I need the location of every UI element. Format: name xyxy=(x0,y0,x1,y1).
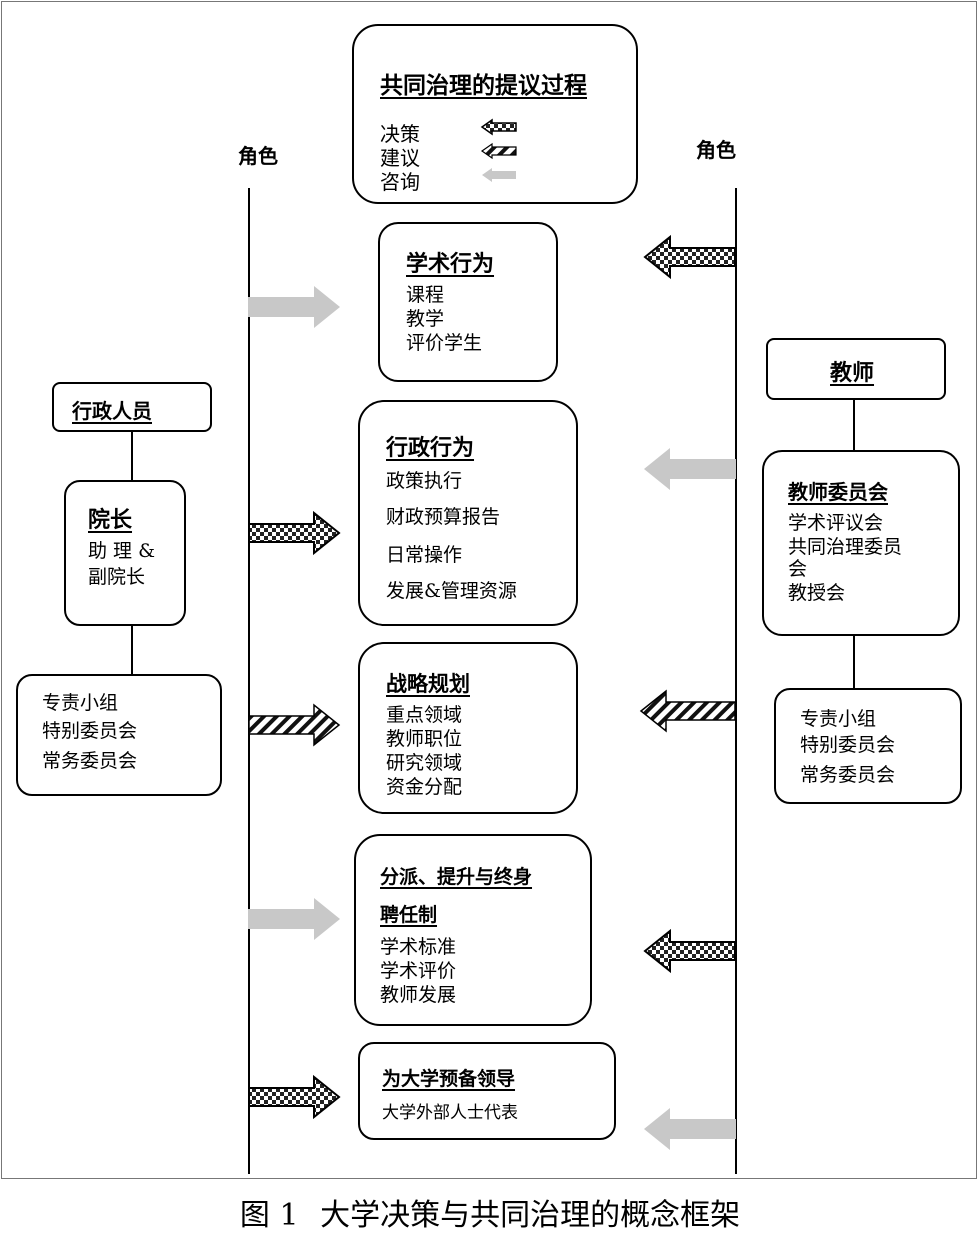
center-box-line: 研究领域 xyxy=(386,752,463,774)
left-arrow-decision-administrative xyxy=(248,510,341,556)
center-box-title-continued: 聘任制 xyxy=(380,904,438,926)
dean-title: 院长 xyxy=(88,507,133,533)
senate-title: 教师委员会 xyxy=(788,480,888,504)
legend-decision-label: 决策 xyxy=(380,122,420,146)
center-box-leadership: 为大学预备领导 大学外部人士代表 xyxy=(358,1042,616,1140)
right-arrow-advice-strategic xyxy=(639,689,736,733)
right-arrow-decision-tenure xyxy=(643,928,736,974)
senate-line: 会 xyxy=(788,558,808,580)
center-box-administrative: 行政行为 政策执行 财政预算报告 日常操作 发展&管理资源 xyxy=(358,400,578,626)
figure-caption: 图 1 大学决策与共同治理的概念框架 xyxy=(0,1190,980,1234)
center-box-line: 资金分配 xyxy=(386,776,463,798)
left-arrow-consult-tenure xyxy=(248,898,340,940)
left-group-item: 常务委员会 xyxy=(42,750,138,772)
right-role-line xyxy=(735,188,737,1174)
center-box-title: 分派、提升与终身 xyxy=(380,866,533,888)
admin-label: 行政人员 xyxy=(72,399,152,423)
center-box-title: 战略规划 xyxy=(386,671,470,696)
center-box-line: 学术评价 xyxy=(380,960,457,982)
senate-line: 学术评议会 xyxy=(788,512,884,534)
left-arrow-decision-leadership xyxy=(248,1074,341,1120)
center-box-title: 行政行为 xyxy=(386,435,475,461)
faculty-label: 教师 xyxy=(830,360,875,386)
admin-dean-connector xyxy=(131,432,133,480)
legend-title: 共同治理的提议过程 xyxy=(380,72,587,99)
left-group-item: 专责小组 xyxy=(42,692,119,714)
senate-line: 教授会 xyxy=(788,582,846,604)
center-box-line: 教师发展 xyxy=(380,984,457,1006)
legend-advice-label: 建议 xyxy=(380,146,420,170)
center-box-line: 日常操作 xyxy=(386,544,463,566)
center-box-line: 重点领域 xyxy=(386,704,463,726)
left-groups-box: 专责小组 特别委员会 常务委员会 xyxy=(16,674,222,796)
center-box-strategic: 战略规划 重点领域 教师职位 研究领域 资金分配 xyxy=(358,642,578,814)
faculty-box: 教师 xyxy=(766,338,946,400)
center-box-line: 学术标准 xyxy=(380,936,457,958)
left-arrow-consult-academic xyxy=(248,286,340,328)
right-group-item: 特别委员会 xyxy=(800,734,896,756)
legend-box: 共同治理的提议过程 决策 建议 咨询 xyxy=(352,24,638,204)
right-arrow-consult-administrative xyxy=(644,448,736,490)
center-box-line: 发展&管理资源 xyxy=(386,580,517,602)
legend-consult-arrow-icon xyxy=(482,168,516,182)
center-box-line: 大学外部人士代表 xyxy=(382,1103,518,1123)
center-box-tenure: 分派、提升与终身 聘任制 学术标准 学术评价 教师发展 xyxy=(354,834,592,1026)
right-arrow-consult-leadership xyxy=(644,1108,736,1150)
senate-line: 共同治理委员 xyxy=(788,536,903,558)
legend-advice-arrow-icon xyxy=(480,142,517,160)
right-group-item: 专责小组 xyxy=(800,708,877,730)
dean-line: 副院长 xyxy=(88,566,146,588)
center-box-academic: 学术行为 课程 教学 评价学生 xyxy=(378,222,558,382)
figure-frame xyxy=(1,1,977,1179)
caption-text: 大学决策与共同治理的概念框架 xyxy=(320,1198,741,1233)
dean-box: 院长 助 理 & 副院长 xyxy=(64,480,186,626)
right-arrow-decision-academic xyxy=(643,234,736,280)
left-arrow-advice-strategic xyxy=(248,703,341,747)
center-box-line: 政策执行 xyxy=(386,470,463,492)
legend-decision-arrow-icon xyxy=(480,118,517,136)
center-box-line: 教学 xyxy=(406,308,445,330)
left-group-item: 特别委员会 xyxy=(42,720,138,742)
dean-groups-connector xyxy=(131,626,133,674)
center-box-line: 财政预算报告 xyxy=(386,506,501,528)
legend-consult-label: 咨询 xyxy=(380,170,420,194)
role-left-label: 角色 xyxy=(238,144,278,168)
right-group-item: 常务委员会 xyxy=(800,764,896,786)
right-groups-box: 专责小组 特别委员会 常务委员会 xyxy=(774,688,962,804)
role-right-label: 角色 xyxy=(696,138,736,162)
caption-figure-number: 图 1 xyxy=(239,1198,299,1233)
senate-groups-connector xyxy=(853,636,855,688)
center-box-line: 评价学生 xyxy=(406,332,483,354)
center-box-line: 课程 xyxy=(406,284,445,306)
dean-line: 助 理 & xyxy=(88,540,155,562)
left-role-line xyxy=(248,188,250,1174)
admin-box: 行政人员 xyxy=(52,382,212,432)
center-box-title: 学术行为 xyxy=(406,251,495,277)
center-box-line: 教师职位 xyxy=(386,728,463,750)
faculty-senate-connector xyxy=(853,400,855,450)
senate-box: 教师委员会 学术评议会 共同治理委员 会 教授会 xyxy=(762,450,960,636)
center-box-title: 为大学预备领导 xyxy=(382,1068,516,1090)
